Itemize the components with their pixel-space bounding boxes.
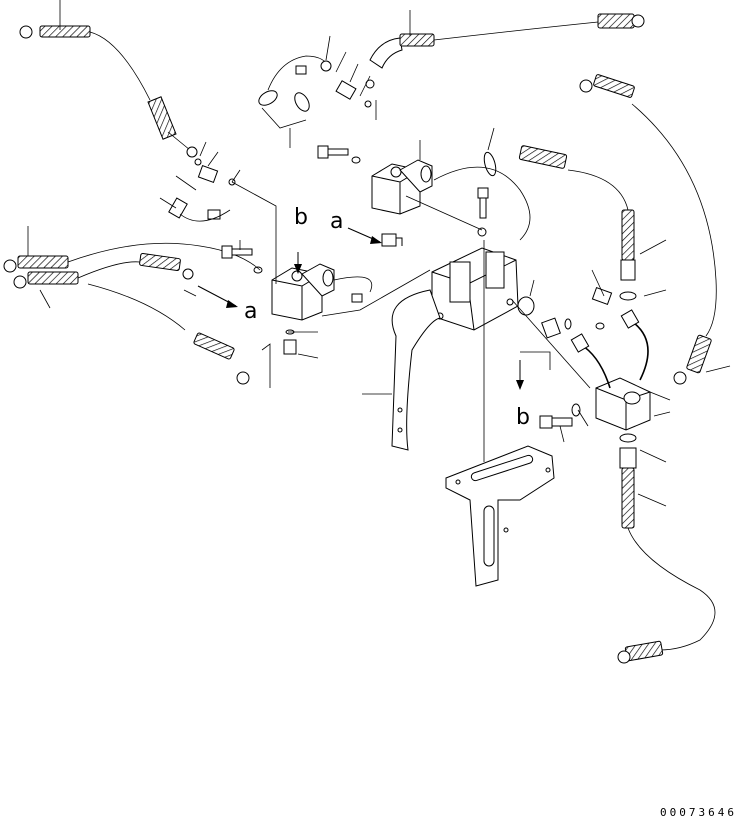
bolt-upper — [317, 145, 361, 164]
valve-block-upper — [371, 159, 433, 215]
view-label-a-lower: a — [244, 299, 257, 324]
hose-left-double — [3, 242, 261, 385]
hose-top-left — [19, 25, 198, 158]
view-label-b-upper: b — [294, 205, 308, 230]
hose-right-short — [518, 145, 637, 301]
side-bracket-plate — [391, 289, 441, 451]
view-labels: a a b b — [244, 205, 530, 430]
bolt-lower — [221, 245, 263, 274]
manifold-block — [539, 286, 651, 431]
leader-lines — [27, 0, 731, 507]
valve-block-lower — [271, 263, 335, 321]
view-label-a-upper: a — [330, 209, 343, 234]
drawing-reference-code: 00073646 — [660, 806, 737, 819]
view-label-b-lower: b — [516, 405, 530, 430]
fittings-cluster — [168, 55, 403, 355]
fitting-elbow-lower — [283, 329, 297, 355]
hose-bottom-right — [617, 433, 716, 664]
fitting-elbow-a — [381, 233, 403, 247]
lower-bracket — [445, 445, 555, 587]
hose-right-long — [579, 74, 717, 385]
mounting-bracket-main — [431, 151, 535, 331]
hose-top-right — [369, 13, 645, 69]
